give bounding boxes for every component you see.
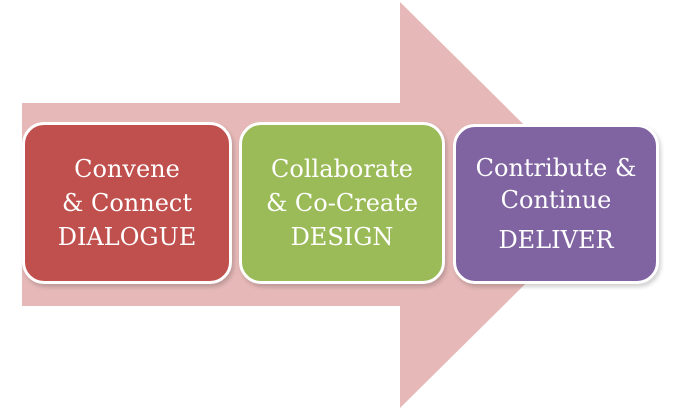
stage-2-line-2: & Co-Create	[265, 189, 419, 217]
stage-1-line-2: & Connect	[61, 189, 192, 217]
stage-1-line-3: DIALOGUE	[57, 223, 197, 251]
stage-collaborate-co-create: Collaborate & Co-Create DESIGN	[239, 122, 445, 284]
stage-2-line-1: Collaborate	[271, 155, 413, 183]
stage-3-line-3: DELIVER	[498, 226, 614, 254]
stage-3-line-2: Continue	[500, 186, 612, 214]
stage-2-line-3: DESIGN	[290, 223, 394, 251]
stage-3-line-1: Contribute &	[475, 154, 637, 182]
stage-contribute-continue: Contribute & Continue DELIVER	[453, 124, 659, 284]
stage-convene-connect: Convene & Connect DIALOGUE	[22, 122, 232, 284]
stage-1-line-1: Convene	[74, 155, 180, 183]
